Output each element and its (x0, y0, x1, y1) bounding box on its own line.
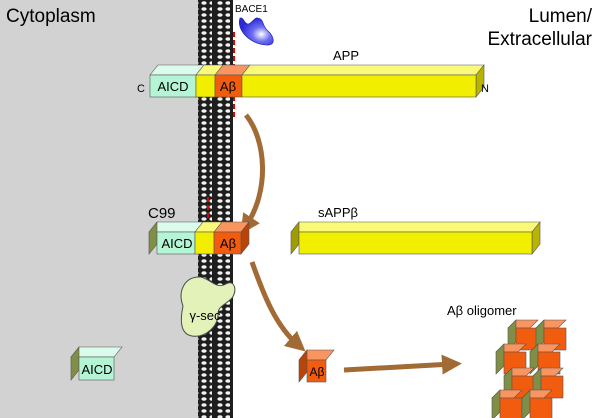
oligomer-cube (529, 343, 561, 375)
cleavage-arrow-app-to-c99 (240, 113, 265, 235)
gamma-sec-label: γ-sec (189, 308, 221, 323)
sappb-fragment (290, 221, 541, 255)
app-abeta-block: Aβ (214, 64, 251, 98)
c99-fragment: AICD Aβ (148, 221, 250, 255)
lumen-label-line1: Lumen/ (529, 6, 593, 27)
c99-abeta-text: Aβ (220, 236, 236, 251)
gamma-secretase-icon (180, 276, 236, 337)
app-ectodomain (241, 64, 485, 98)
c99-label: C99 (148, 205, 176, 222)
bace1-label: BACE1 (235, 4, 268, 15)
oligomer-cube (491, 389, 523, 418)
sappb-label: sAPPβ (318, 205, 358, 220)
free-abeta-text: Aβ (310, 365, 325, 379)
oligomer-cube (521, 389, 553, 418)
cleavage-arrow-c99-to-abeta (249, 261, 306, 352)
app-c-terminus-label: C (137, 83, 145, 95)
app-aicd-text: AICD (157, 79, 188, 94)
app-protein: AICD Aβ (149, 64, 485, 98)
app-abeta-text: Aβ (220, 79, 236, 94)
ab-oligomer-label: Aβ oligomer (447, 303, 517, 318)
ab-oligomer-cluster (491, 319, 567, 418)
c99-tm-segment (194, 221, 223, 255)
app-n-terminus-label: N (481, 83, 489, 95)
aggregation-arrow (343, 354, 462, 375)
lumen-label-line2: Extracellular (487, 29, 592, 50)
c99-aicd-block: AICD (148, 221, 204, 255)
free-aicd-text: AICD (81, 362, 112, 377)
free-abeta-block: Aβ (298, 349, 335, 383)
free-aicd-block: AICD (70, 346, 123, 381)
cytoplasm-label: Cytoplasm (6, 6, 96, 27)
app-label: APP (333, 48, 359, 63)
membrane-bilayer (198, 0, 233, 418)
oligomer-cube (507, 319, 539, 351)
c99-abeta-block: Aβ (213, 221, 250, 255)
c99-aicd-text: AICD (161, 236, 192, 251)
bace1-enzyme-icon (239, 17, 274, 46)
